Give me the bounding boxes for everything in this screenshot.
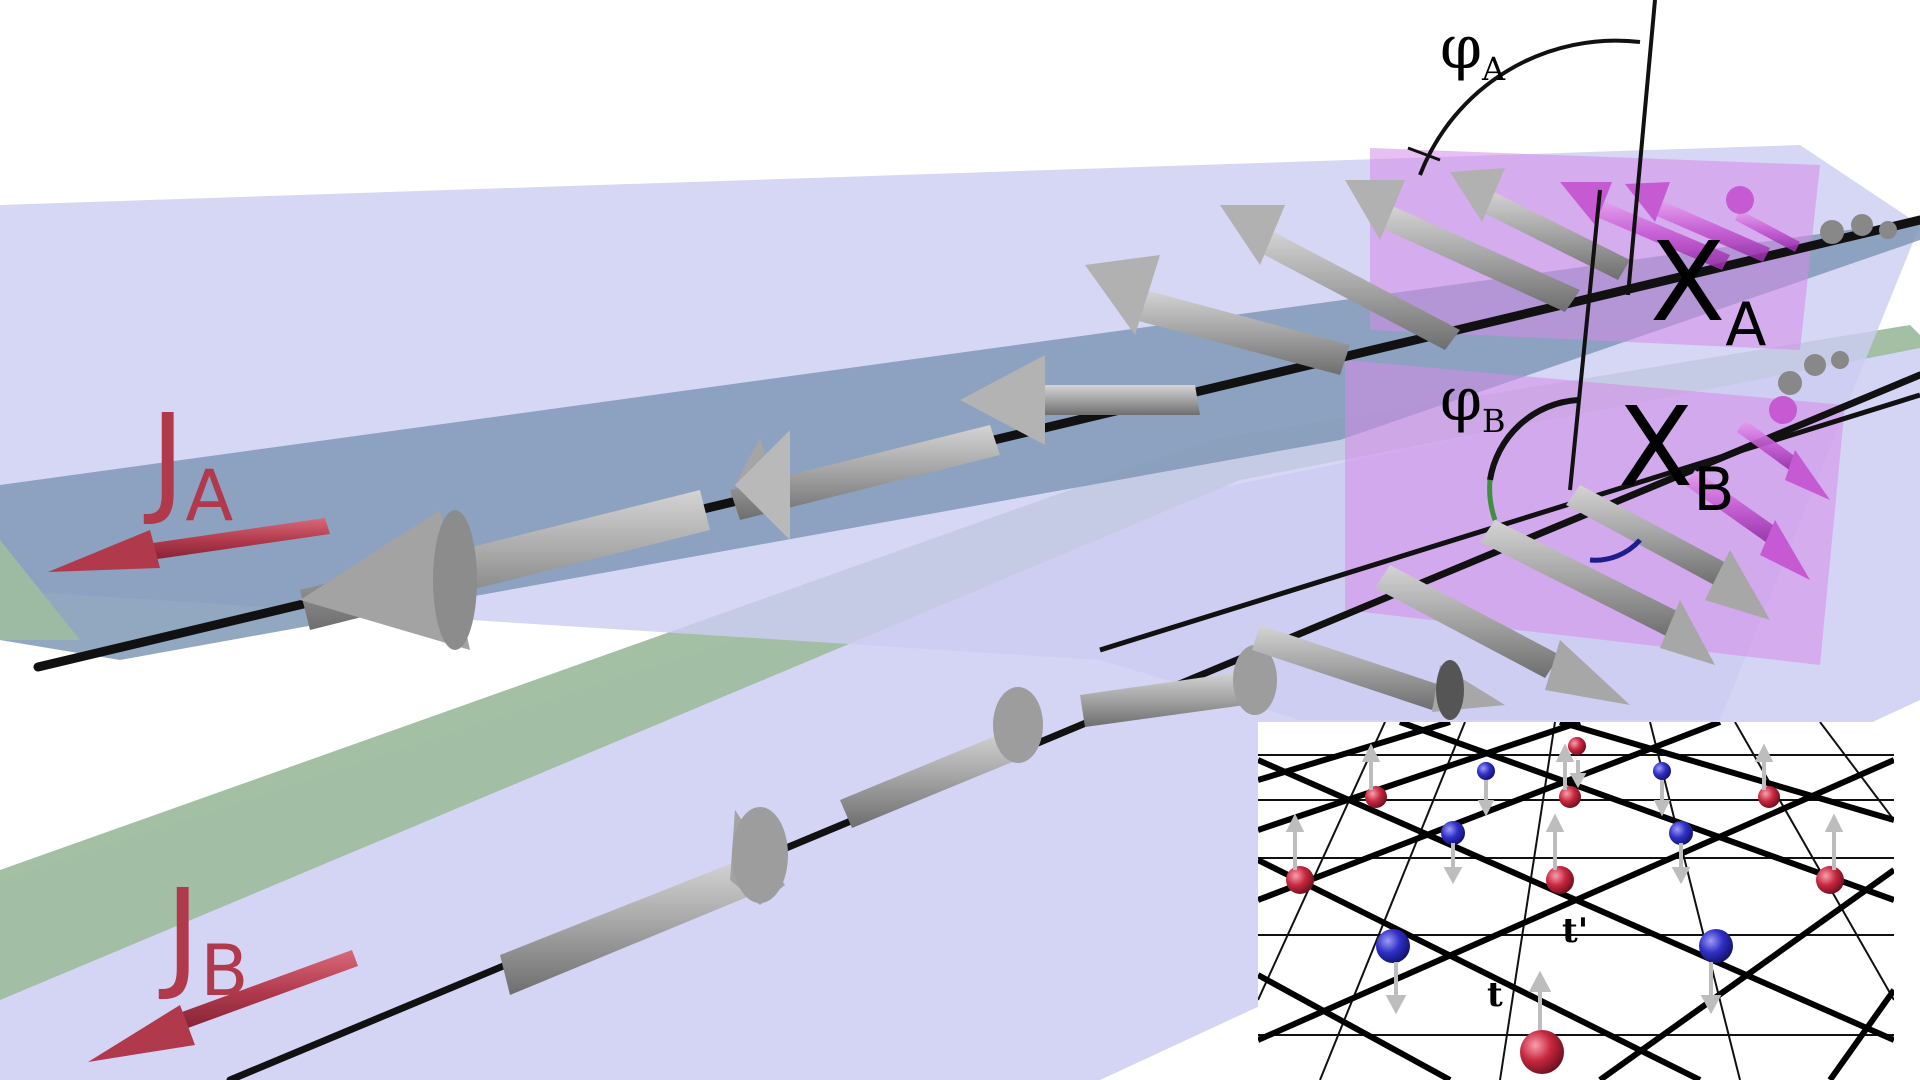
label-chain-b: XB: [1618, 383, 1735, 525]
label-chain-a: XA: [1650, 218, 1766, 360]
spin-a-3: [960, 355, 1200, 445]
chain-b-extend: [1099, 392, 1920, 653]
label-hop-nnn: t': [1562, 911, 1588, 951]
spin-a-5: [1220, 205, 1460, 350]
site-blue: [1477, 762, 1495, 780]
angle-b-construction: [1487, 189, 1642, 563]
site-red: [1559, 786, 1581, 808]
site-red: [1816, 866, 1844, 894]
plane-green-left: [0, 540, 80, 640]
spin-a-6: [1345, 180, 1580, 312]
angle-a-construction: [1407, 0, 1657, 296]
chain-b-purple-spins: [1685, 396, 1830, 580]
current-arrow-a: [48, 518, 330, 572]
spin-b-7: [1566, 485, 1770, 620]
chain-a-purple-spins: [1560, 182, 1800, 270]
chain-b-spins: [500, 485, 1770, 995]
labels: JA JB XA XB φA φB: [143, 13, 1766, 1012]
site-blue: [1669, 821, 1693, 845]
site-blue: [1699, 929, 1733, 963]
spin-b-4: [1252, 625, 1505, 720]
spin-b-5: [1375, 565, 1630, 705]
spin-a-1: [300, 490, 710, 650]
chain-a-beads: [1820, 214, 1897, 244]
lattice-inset: t t': [1258, 722, 1894, 1080]
site-blue: [1653, 762, 1671, 780]
spin-b-6: [1480, 520, 1715, 665]
site-red: [1286, 866, 1314, 894]
label-angle-b: φB: [1440, 365, 1506, 440]
chain-a-spins: [300, 168, 1630, 650]
label-current-a: JA: [143, 390, 233, 537]
spin-b-1: [500, 807, 788, 995]
site-red: [1365, 786, 1387, 808]
site-red: [1758, 786, 1780, 808]
spin-b-3: [1080, 645, 1277, 727]
site-red: [1546, 866, 1574, 894]
spin-b-2: [840, 687, 1043, 828]
label-hop-nn: t: [1487, 975, 1503, 1015]
site-blue: [1441, 821, 1465, 845]
label-current-b: JB: [158, 865, 248, 1012]
site-blue: [1376, 929, 1410, 963]
spin-a-2: [730, 425, 1000, 540]
lattice-spins: [1285, 743, 1844, 1030]
lattice-sites: [1286, 737, 1844, 1074]
spin-a-4: [1085, 255, 1350, 375]
site-red: [1520, 1030, 1564, 1074]
site-red: [1568, 737, 1586, 755]
label-angle-a: φA: [1440, 13, 1506, 88]
chain-b-beads: [1778, 351, 1849, 395]
current-arrow-b: [88, 950, 358, 1062]
